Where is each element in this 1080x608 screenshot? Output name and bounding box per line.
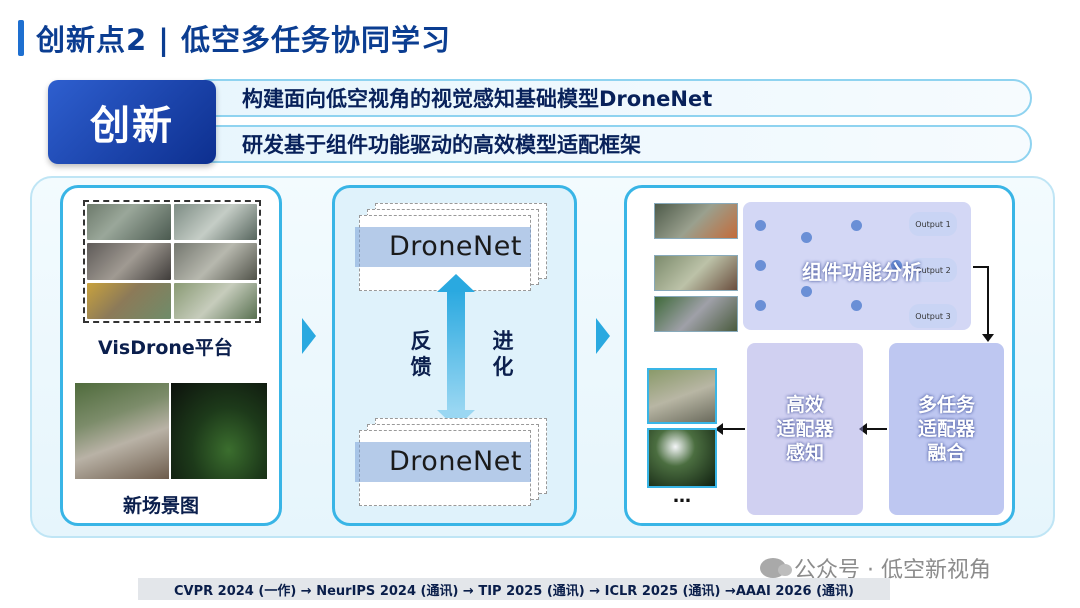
- new-scene-image-night: [171, 383, 267, 479]
- flow-connector: [721, 428, 745, 430]
- output-1-box: Output 1: [909, 212, 957, 236]
- arrow-down-icon: [982, 334, 994, 342]
- watermark: 公众号 · 低空新视角: [760, 552, 991, 584]
- innovation-point-2: 研发基于组件功能驱动的高效模型适配框架: [190, 125, 1032, 163]
- efficient-adapter-panel: 高效 适配器 感知: [747, 343, 863, 515]
- arrow-left-icon: [715, 423, 723, 435]
- innovation-point-1-text: 构建面向低空视角的视觉感知基础模型DroneNet: [242, 87, 713, 111]
- title-accent-bar: [18, 20, 24, 56]
- input-image: [654, 296, 738, 332]
- input-image: [654, 255, 738, 291]
- dataset-thumbnail: [87, 243, 171, 280]
- dataset-thumbnail: [173, 204, 257, 241]
- input-image: [654, 203, 738, 239]
- multitask-fusion-label: 多任务 适配器 融合: [917, 394, 975, 464]
- arrow-left-icon: [859, 423, 867, 435]
- evolve-label: 进化: [492, 329, 514, 379]
- adaptation-framework-card: Output 1 Output 2 Output 3 组件功能分析 多任务 适配…: [624, 185, 1015, 526]
- chevron-right-icon: [302, 318, 316, 354]
- publication-venues: CVPR 2024 (一作) → NeurIPS 2024 (通讯) → TIP…: [174, 583, 854, 599]
- multitask-fusion-panel: 多任务 适配器 融合: [889, 343, 1004, 515]
- flow-connector: [973, 266, 989, 268]
- flow-connector: [865, 428, 887, 430]
- dronenet-card: DroneNet 反馈 进化 DroneNet: [332, 185, 577, 526]
- wechat-icon: [760, 558, 792, 578]
- innovation-point-1: 构建面向低空视角的视觉感知基础模型DroneNet: [190, 79, 1032, 117]
- dataset-thumbnail: [87, 204, 171, 241]
- output-3-box: Output 3: [909, 304, 957, 328]
- output-image-day: [647, 368, 717, 424]
- output-image-night: [647, 428, 717, 488]
- efficient-adapter-label: 高效 适配器 感知: [776, 394, 834, 464]
- output-2-box: Output 2: [909, 258, 957, 282]
- dronenet-label-top: DroneNet: [389, 231, 522, 262]
- feedback-label: 反馈: [410, 329, 432, 379]
- component-analysis-label: 组件功能分析: [802, 260, 922, 284]
- visdrone-image-grid: [83, 200, 261, 323]
- dataset-thumbnail: [173, 243, 257, 280]
- dataset-thumbnail: [173, 282, 257, 319]
- innovation-point-2-text: 研发基于组件功能驱动的高效模型适配框架: [242, 133, 641, 157]
- component-analysis-panel: Output 1 Output 2 Output 3 组件功能分析: [743, 202, 971, 330]
- dataset-thumbnail: [87, 282, 171, 319]
- innovation-badge-text: 创新: [90, 103, 174, 149]
- slide-title: 创新点2 | 低空多任务协同学习: [36, 23, 451, 57]
- visdrone-label: VisDrone平台: [98, 337, 233, 359]
- dronenet-label-bottom: DroneNet: [389, 446, 522, 477]
- more-ellipsis: …: [673, 486, 693, 507]
- bidirectional-arrow-icon: [437, 274, 475, 428]
- innovation-badge: 创新: [48, 80, 216, 164]
- slide-title-bar: 创新点2 | 低空多任务协同学习: [18, 18, 451, 58]
- new-scene-image-day: [75, 383, 169, 479]
- dronenet-diagram-bottom: DroneNet: [355, 418, 555, 510]
- new-scene-label: 新场景图: [123, 495, 200, 517]
- chevron-right-icon: [596, 318, 610, 354]
- flow-connector: [987, 266, 989, 336]
- dataset-card: VisDrone平台 新场景图: [60, 185, 282, 526]
- publication-footer: CVPR 2024 (一作) → NeurIPS 2024 (通讯) → TIP…: [138, 578, 890, 600]
